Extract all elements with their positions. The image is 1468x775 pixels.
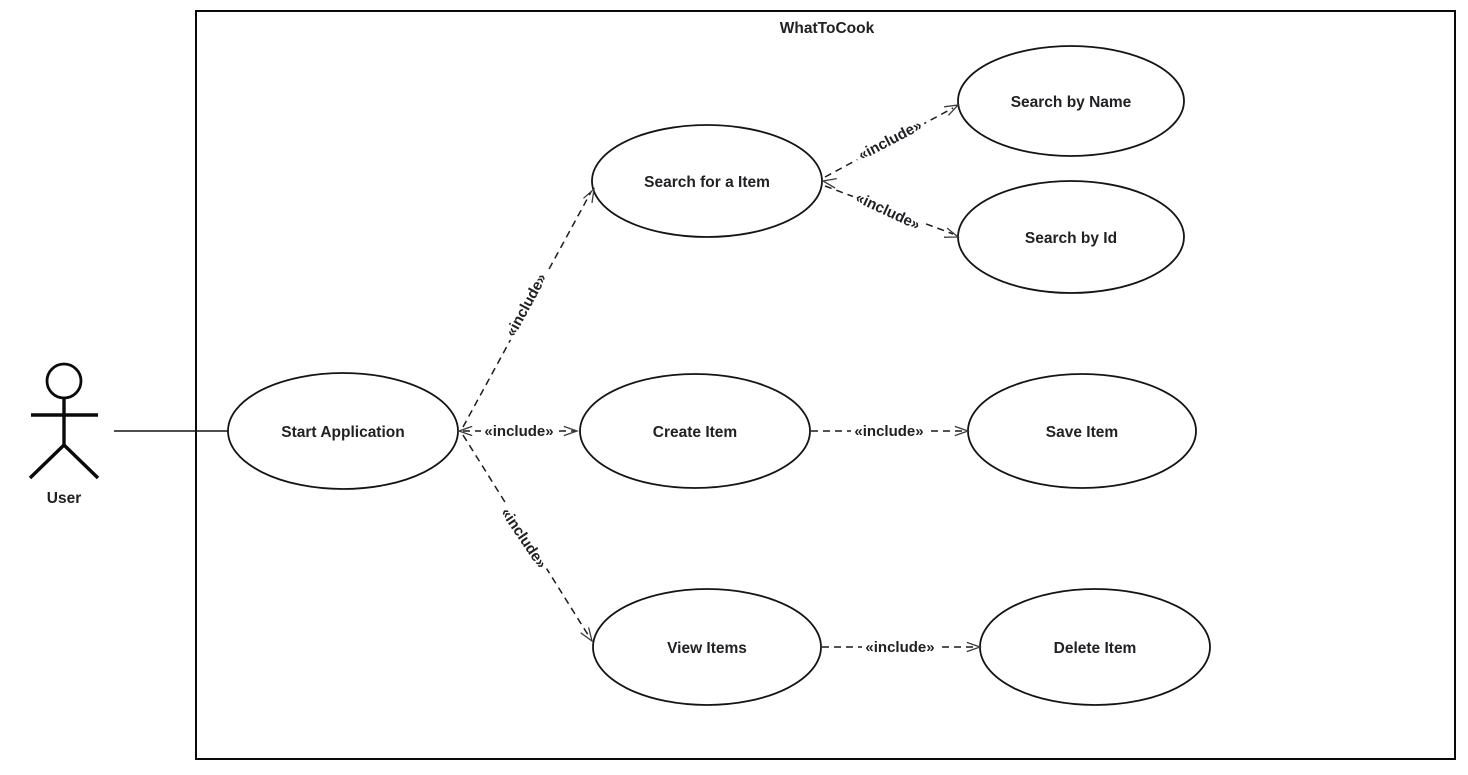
arrowhead-icon xyxy=(944,104,960,116)
arrowhead-icon xyxy=(583,187,595,203)
usecase-node-view-items: View Items xyxy=(592,588,822,706)
include-label: «include» xyxy=(851,422,927,440)
include-label: «include» xyxy=(862,638,938,656)
actor-leg-left xyxy=(28,443,66,480)
include-label-text: «include» xyxy=(865,639,934,656)
usecase-ellipse xyxy=(592,588,822,706)
edge-include-view-to-delete: «include» xyxy=(822,638,982,656)
usecase-label: Save Item xyxy=(1046,424,1118,441)
arrowhead-icon xyxy=(966,641,982,653)
label-bg xyxy=(481,422,557,440)
usecase-node-search-by-id: Search by Id xyxy=(957,180,1185,294)
usecase-node-delete-item: Delete Item xyxy=(979,588,1211,706)
usecase-node-search-for-a-item: Search for a Item xyxy=(591,124,823,238)
usecase-node-start-application: Start Application xyxy=(227,372,459,490)
include-label-text: «include» xyxy=(854,423,923,440)
usecase-label: View Items xyxy=(667,640,747,657)
arrowhead-icon xyxy=(821,177,837,189)
label-bg xyxy=(852,114,928,166)
usecase-label: Search by Id xyxy=(1025,230,1117,247)
usecase-ellipse xyxy=(957,45,1185,157)
dashed-line xyxy=(462,434,591,639)
dashed-line xyxy=(824,185,954,235)
include-label: «include» xyxy=(481,422,557,440)
label-bg xyxy=(499,267,553,343)
label-bg xyxy=(495,501,553,575)
usecase-node-save-item: Save Item xyxy=(967,373,1197,489)
usecase-label: Search by Name xyxy=(1011,94,1132,111)
label-bg xyxy=(851,422,927,440)
arrowhead-icon xyxy=(457,425,473,437)
usecase-node-search-by-name: Search by Name xyxy=(957,45,1185,157)
actor-user: User xyxy=(28,362,100,507)
include-label-text: «include» xyxy=(484,423,553,440)
arrowhead-icon xyxy=(943,227,960,238)
usecase-label: Delete Item xyxy=(1054,640,1137,657)
usecase-label: Search for a Item xyxy=(644,174,770,191)
diagram-title: WhatToCook xyxy=(780,20,875,37)
label-bg xyxy=(862,638,938,656)
edge-include-start-to-create: «include» xyxy=(457,422,579,440)
arrowhead-icon xyxy=(563,425,579,437)
usecase-label: Create Item xyxy=(653,424,737,441)
actor-head-icon xyxy=(45,362,83,400)
usecase-ellipse xyxy=(579,373,811,489)
usecase-node-create-item: Create Item xyxy=(579,373,811,489)
edge-include-create-to-save: «include» xyxy=(811,422,970,440)
usecase-label: Start Application xyxy=(281,424,404,441)
arrowhead-icon xyxy=(954,425,970,437)
actor-leg-right xyxy=(62,443,100,480)
arrowhead-icon xyxy=(580,627,594,643)
label-bg xyxy=(849,186,927,236)
actor-label: User xyxy=(47,490,81,507)
